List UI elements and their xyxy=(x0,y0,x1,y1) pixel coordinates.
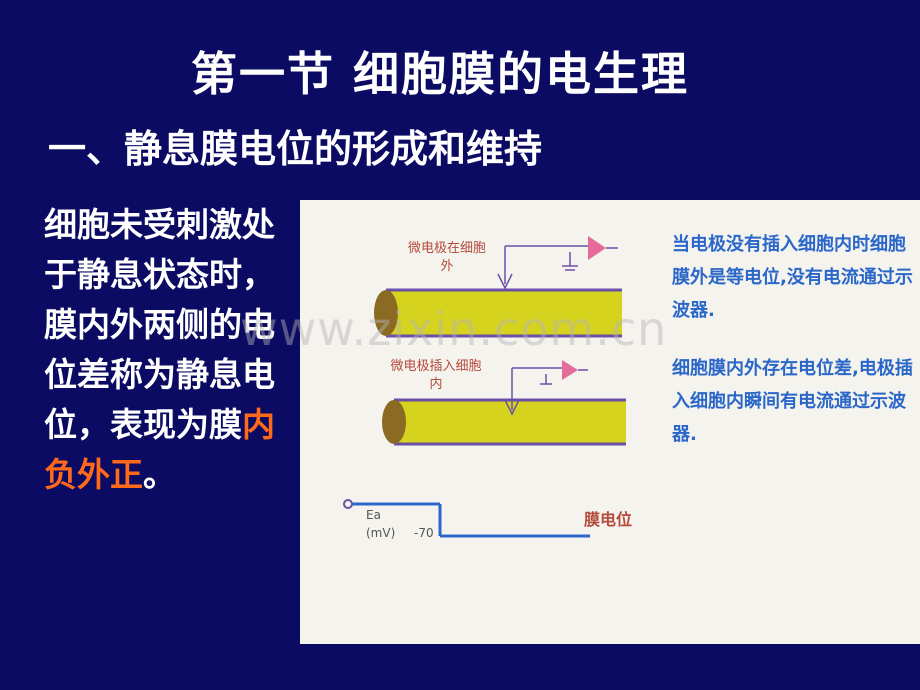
figure-drawing xyxy=(343,236,626,538)
annotation-outside: 当电极没有插入细胞内时细胞膜外是等电位,没有电流通过示波器. xyxy=(672,234,913,321)
body-text-part-1: 细胞未受刺激处于静息状态时，膜内外两侧的电位差称为静息电位，表现为膜 xyxy=(44,205,275,444)
section-heading: 一、静息膜电位的形成和维持 xyxy=(48,127,543,171)
electrode-outside xyxy=(497,236,618,290)
cell-inside xyxy=(382,398,626,446)
highlight-text: 内负外正 xyxy=(44,405,275,494)
watermark: www.zixin.com.cn xyxy=(240,302,668,356)
cell-outside xyxy=(374,288,622,338)
body-text-part-2: 。 xyxy=(143,455,176,494)
annotation-inside: 细胞膜内外存在电位差,电极插入细胞内瞬间有电流通过示波器. xyxy=(672,358,913,445)
axis-ea-label: Ea xyxy=(366,508,381,522)
potential-trace xyxy=(343,499,590,538)
membrane-potential-figure: 微电极在细胞外 微电极插入细胞内 当电极没有插入细胞内时细胞膜外是等电位,没有电… xyxy=(300,200,920,644)
body-paragraph: 细胞未受刺激处于静息状态时，膜内外两侧的电位差称为静息电位，表现为膜内负外正。 xyxy=(44,200,294,500)
electrode-inside xyxy=(504,360,588,416)
electrode-inside-label: 微电极插入细胞内 xyxy=(390,359,482,392)
electrode-outside-label: 微电极在细胞外 xyxy=(407,241,486,274)
value-label: -70 xyxy=(414,526,434,540)
trace-label: 膜电位 xyxy=(584,510,633,529)
axis-unit-label: (mV) xyxy=(366,526,396,540)
slide-title: 第一节 细胞膜的电生理 xyxy=(190,47,689,101)
